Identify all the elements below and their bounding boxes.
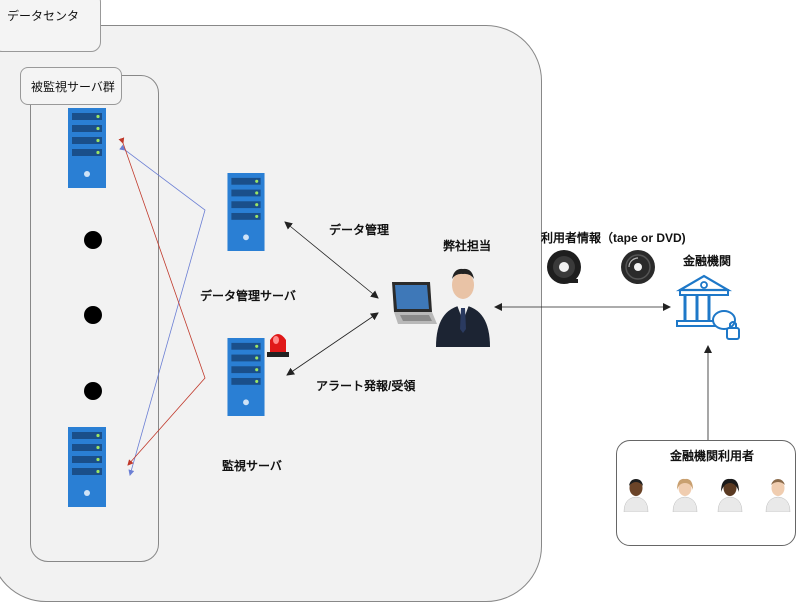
disc-icon [621,250,655,284]
ellipsis-dot [84,382,102,400]
link-blue-top [119,144,206,476]
link-alert [286,312,379,376]
data-mgmt-server-label: データ管理サーバ [200,289,296,303]
bank-users-container [616,440,796,546]
bank-label: 金融機関 [683,254,732,268]
laptop-icon [392,282,437,324]
tape-reel-icon [547,250,581,284]
operator-label: 弊社担当 [443,239,492,253]
person-icon [623,479,649,512]
server-icon [68,427,106,507]
link-data-mgmt [284,221,379,299]
ellipsis-dot [84,306,102,324]
ellipsis-dot [84,231,102,249]
bank-icon [675,274,740,340]
businessman-icon [436,268,490,347]
server-icon [68,108,106,188]
datacenter-label-tab: データセンタ [0,0,101,52]
user-info-label: 利用者情報（tape or DVD) [541,231,686,245]
server-icon [227,173,265,251]
link-red [118,137,206,466]
edge-label-alert: アラート発報/受領 [316,379,416,393]
person-icon [672,478,698,512]
monitored-group-tab: 被監視サーバ群 [20,67,122,105]
edge-label-data-mgmt: データ管理 [329,223,390,237]
alarm-siren-icon [267,334,289,357]
monitored-group-label: 被監視サーバ群 [31,80,115,94]
server-icon [227,338,265,416]
bank-users-label: 金融機関利用者 [670,449,755,463]
monitoring-server-label: 監視サーバ [222,459,282,473]
person-icon [717,478,743,512]
datacenter-label: データセンタ [7,9,80,23]
person-icon [765,479,791,512]
